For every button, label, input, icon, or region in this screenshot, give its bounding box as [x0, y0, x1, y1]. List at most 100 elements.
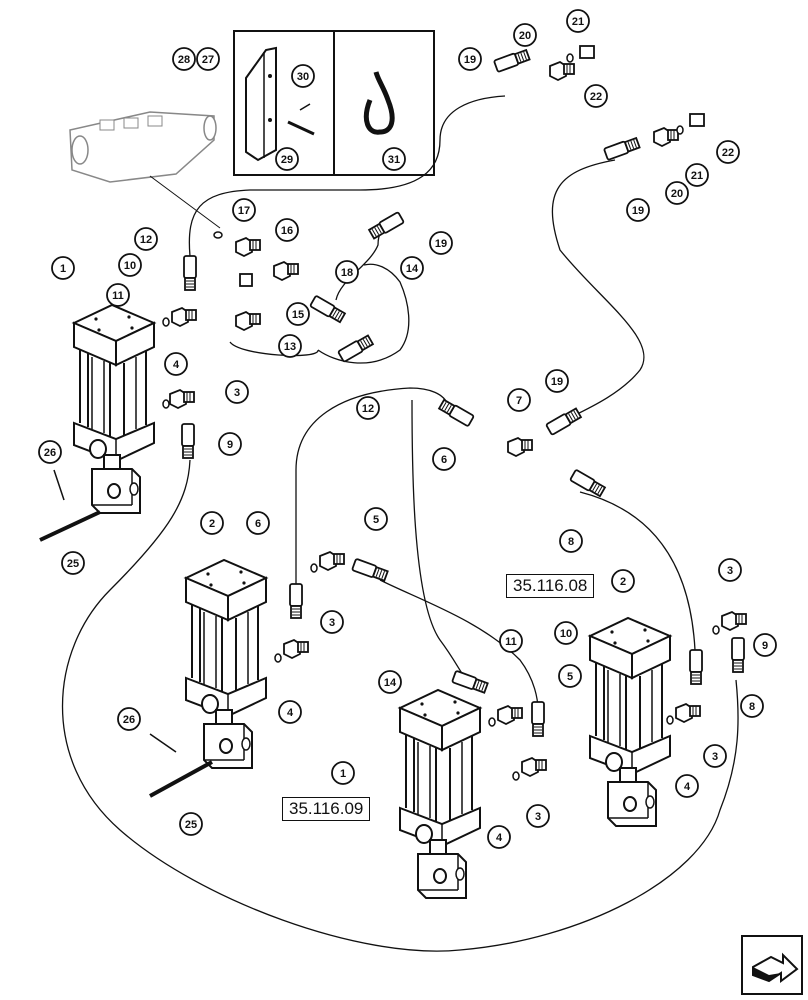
- adapter-fitting: [549, 61, 575, 81]
- callout-10: 10: [118, 253, 142, 277]
- hose-fitting: [451, 669, 489, 695]
- callout-10: 10: [554, 621, 578, 645]
- reference-box-ref2: 35.116.09: [282, 797, 371, 821]
- cylinder-assembly-2b: [589, 617, 671, 827]
- svg-text:29: 29: [281, 154, 293, 166]
- callout-26: 26: [38, 440, 62, 464]
- hose-fitting: [731, 637, 745, 673]
- svg-text:30: 30: [297, 71, 309, 83]
- svg-text:14: 14: [384, 677, 397, 689]
- svg-text:21: 21: [572, 16, 584, 28]
- svg-text:17: 17: [238, 205, 250, 217]
- svg-text:28: 28: [178, 54, 190, 66]
- hose-fitting: [309, 294, 347, 324]
- callout-4: 4: [164, 352, 188, 376]
- hose-fitting: [183, 255, 197, 291]
- hose-fitting: [367, 211, 405, 241]
- svg-text:8: 8: [568, 536, 574, 548]
- callout-20: 20: [665, 181, 689, 205]
- callout-1: 1: [51, 256, 75, 280]
- svg-text:2: 2: [620, 576, 626, 588]
- callout-15: 15: [286, 302, 310, 326]
- callout-19: 19: [545, 369, 569, 393]
- svg-text:6: 6: [441, 454, 447, 466]
- callout-2: 2: [611, 569, 635, 593]
- svg-text:26: 26: [123, 714, 135, 726]
- elbow-fitting: [169, 389, 195, 409]
- callout-20: 20: [513, 23, 537, 47]
- svg-text:3: 3: [727, 565, 733, 577]
- callout-3: 3: [526, 804, 550, 828]
- svg-text:10: 10: [124, 260, 136, 272]
- callout-4: 4: [278, 700, 302, 724]
- callout-22: 22: [584, 84, 608, 108]
- svg-text:3: 3: [329, 617, 335, 629]
- callout-29: 29: [275, 147, 299, 171]
- callout-30: 30: [291, 64, 315, 88]
- callout-7: 7: [507, 388, 531, 412]
- hose-fitting: [492, 48, 531, 73]
- svg-text:1: 1: [60, 263, 66, 275]
- callout-3: 3: [718, 558, 742, 582]
- elbow-fitting: [497, 705, 523, 725]
- hose-fitting: [569, 468, 607, 498]
- svg-text:26: 26: [44, 447, 56, 459]
- callout-8: 8: [740, 694, 764, 718]
- svg-text:19: 19: [464, 54, 476, 66]
- callout-3: 3: [320, 610, 344, 634]
- callout-3: 3: [703, 744, 727, 768]
- callout-3: 3: [225, 380, 249, 404]
- callout-31: 31: [382, 147, 406, 171]
- svg-text:11: 11: [505, 636, 517, 648]
- hose-fitting: [602, 136, 641, 161]
- callout-26: 26: [117, 707, 141, 731]
- svg-text:9: 9: [762, 640, 768, 652]
- hose-fitting: [689, 649, 703, 685]
- callout-27: 27: [196, 47, 220, 71]
- svg-text:6: 6: [255, 518, 261, 530]
- svg-text:20: 20: [671, 188, 683, 200]
- elbow-fitting: [171, 307, 197, 327]
- hose-fitting: [181, 423, 195, 459]
- svg-text:4: 4: [496, 832, 503, 844]
- svg-text:19: 19: [435, 238, 447, 250]
- svg-text:22: 22: [590, 91, 602, 103]
- callout-19: 19: [626, 198, 650, 222]
- callout-8: 8: [559, 529, 583, 553]
- svg-text:19: 19: [632, 205, 644, 217]
- elbow-fitting: [521, 757, 547, 777]
- callout-16: 16: [275, 218, 299, 242]
- next-page-button[interactable]: [741, 935, 803, 995]
- svg-text:21: 21: [691, 170, 703, 182]
- tee-fitting: [507, 437, 533, 457]
- svg-text:27: 27: [202, 54, 214, 66]
- callout-12: 12: [134, 227, 158, 251]
- callout-2: 2: [200, 511, 224, 535]
- callout-21: 21: [685, 163, 709, 187]
- cylinder-assembly-2a: [185, 559, 267, 769]
- callout-9: 9: [218, 432, 242, 456]
- callout-layer: 1122333334444556678899101011111212131414…: [38, 9, 777, 849]
- callout-4: 4: [487, 825, 511, 849]
- svg-text:14: 14: [406, 263, 419, 275]
- callout-14: 14: [400, 256, 424, 280]
- svg-text:5: 5: [567, 671, 573, 683]
- callout-11: 11: [499, 629, 523, 653]
- svg-text:22: 22: [722, 147, 734, 159]
- svg-text:1: 1: [340, 768, 346, 780]
- callout-11: 11: [106, 283, 130, 307]
- svg-text:4: 4: [173, 359, 180, 371]
- callout-25: 25: [179, 812, 203, 836]
- svg-text:15: 15: [292, 309, 304, 321]
- callout-25: 25: [61, 551, 85, 575]
- elbow-fitting: [721, 611, 747, 631]
- svg-text:3: 3: [535, 811, 541, 823]
- svg-text:20: 20: [519, 30, 531, 42]
- svg-text:3: 3: [712, 751, 718, 763]
- hose-fitting: [337, 333, 375, 363]
- control-valve-block: [69, 111, 221, 229]
- hose-fitting: [531, 701, 545, 737]
- callout-12: 12: [356, 396, 380, 420]
- callout-14: 14: [378, 670, 402, 694]
